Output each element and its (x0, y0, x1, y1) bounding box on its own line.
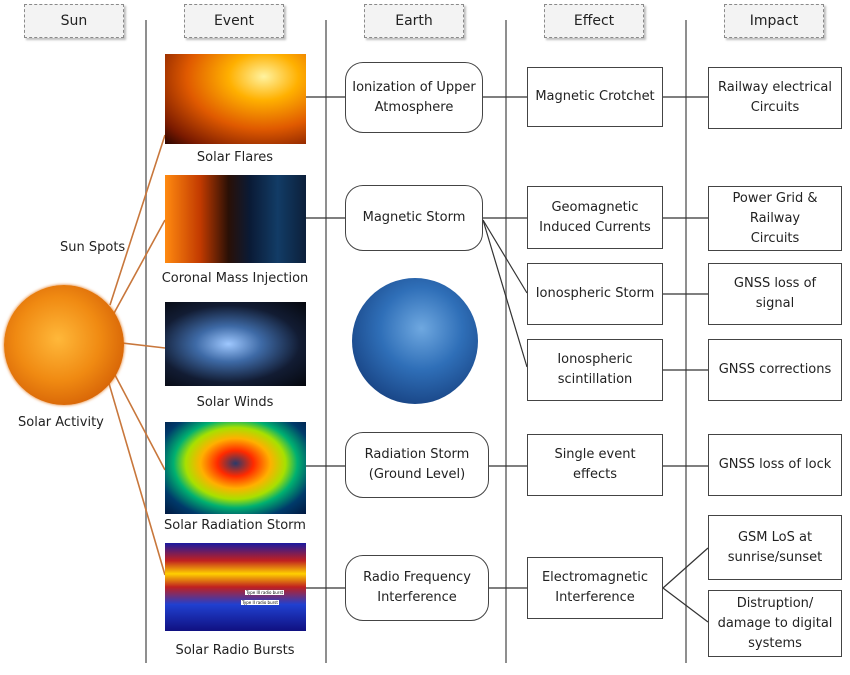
header-event: Event (184, 4, 284, 38)
radio-burst-plot: Type III radio burst Type II radio burst (165, 543, 306, 631)
ionization-upper-atmosphere-box: Ionization of Upper Atmosphere (345, 62, 483, 133)
earth-globe-icon (352, 278, 478, 404)
power-grid-railway-box: Power Grid & Railway Circuits (708, 186, 842, 251)
ionospheric-storm-box: Ionospheric Storm (527, 263, 663, 325)
header-sun: Sun (24, 4, 124, 38)
cme-image (165, 175, 306, 263)
sun-icon (4, 285, 124, 405)
radiation-storm-image (165, 422, 306, 514)
sun-spots-label: Sun Spots (60, 240, 126, 255)
gnss-loss-of-lock-box: GNSS loss of lock (708, 434, 842, 496)
magnetic-crotchet-box: Magnetic Crotchet (527, 67, 663, 127)
header-impact: Impact (724, 4, 824, 38)
solar-flare-image (165, 54, 306, 144)
ionospheric-scintillation-box: Ionospheric scintillation (527, 339, 663, 401)
single-event-effects-box: Single event effects (527, 434, 663, 496)
solar-wind-image (165, 302, 306, 386)
radiation-storm-box: Radiation Storm (Ground Level) (345, 432, 489, 498)
cme-caption: Coronal Mass Injection (161, 271, 309, 286)
magnetic-storm-box: Magnetic Storm (345, 185, 483, 251)
gnss-corrections-box: GNSS corrections (708, 339, 842, 401)
rfi-box: Radio Frequency Interference (345, 555, 489, 621)
gnss-loss-of-signal-box: GNSS loss of signal (708, 263, 842, 325)
solar-radiation-storm-caption: Solar Radiation Storm (164, 518, 306, 533)
railway-electrical-circuits-box: Railway electrical Circuits (708, 67, 842, 129)
gic-box: Geomagnetic Induced Currents (527, 186, 663, 249)
digital-systems-damage-box: Distruption/ damage to digital systems (708, 590, 842, 657)
header-earth: Earth (364, 4, 464, 38)
gsm-los-box: GSM LoS at sunrise/sunset (708, 515, 842, 580)
solar-activity-label: Solar Activity (18, 415, 104, 430)
radio-plot-label-1: Type III radio burst (245, 590, 285, 595)
solar-radio-bursts-caption: Solar Radio Bursts (175, 643, 295, 658)
solar-winds-caption: Solar Winds (196, 395, 274, 410)
solar-flares-caption: Solar Flares (196, 150, 274, 165)
emi-box: Electromagnetic Interference (527, 557, 663, 619)
power-grid-railway-label: Power Grid & Railway Circuits (732, 190, 818, 246)
header-effect: Effect (544, 4, 644, 38)
radio-plot-label-2: Type II radio burst (241, 600, 279, 605)
